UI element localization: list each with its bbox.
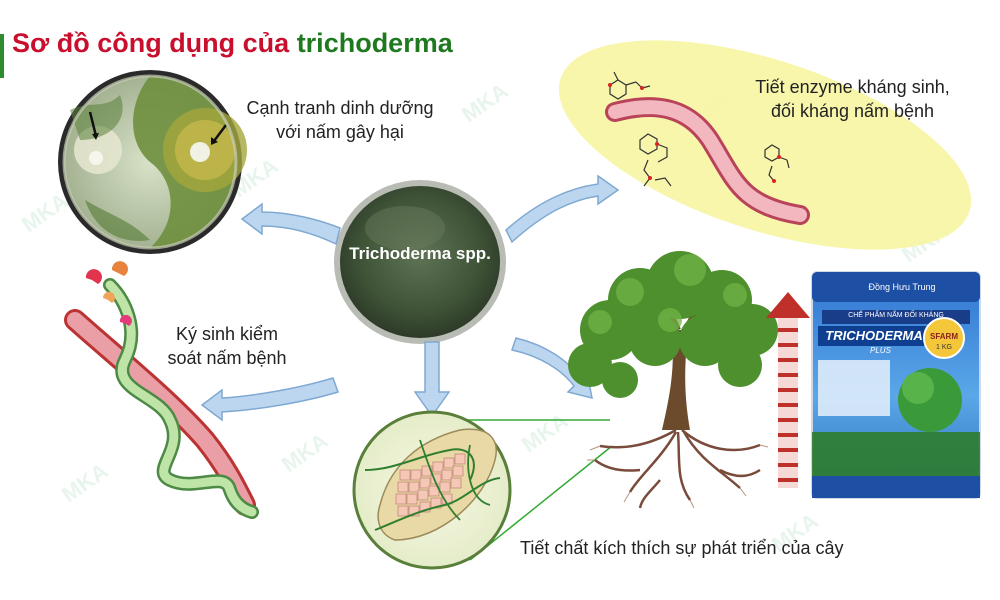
growth-arrow-icon (766, 292, 810, 488)
label-enzyme-line1: Tiết enzyme kháng sinh, (755, 77, 950, 97)
product-brand: Đồng Hưu Trung (868, 282, 936, 292)
petri-dish-image (58, 70, 247, 254)
product-weight: 1 KG (936, 344, 952, 351)
product-name: TRICHODERMA (825, 328, 923, 343)
molecule-atoms-icon (608, 83, 781, 183)
label-competition-line1: Cạnh tranh dinh dưỡng (246, 98, 434, 118)
flow-arrows (200, 174, 620, 422)
center-label: Trichoderma spp. (349, 244, 491, 263)
product-subtitle: CHẾ PHẨM NẤM ĐỐI KHÁNG (848, 312, 944, 319)
title-accent-bar (0, 34, 4, 78)
product-badge: SFARM (930, 332, 958, 341)
trichoderma-powder-image (334, 180, 506, 344)
label-parasitism: Ký sinh kiểm soát nấm bệnh (152, 322, 302, 370)
label-parasitism-line2: soát nấm bệnh (167, 348, 287, 368)
label-competition: Cạnh tranh dinh dưỡng với nấm gây hại (240, 96, 440, 144)
page-title: Sơ đồ công dụng của trichoderma (12, 28, 453, 59)
label-competition-line2: với nấm gây hại (276, 122, 404, 142)
label-growth: Tiết chất kích thích sự phát triển của c… (520, 538, 844, 558)
title-highlight: trichoderma (296, 28, 453, 58)
label-enzyme-line2: đối kháng nấm bệnh (770, 101, 935, 121)
title-main: Sơ đồ công dụng của (12, 28, 297, 58)
product-variant: PLUS (870, 346, 891, 355)
label-parasitism-line1: Ký sinh kiểm (175, 324, 279, 344)
tree-image (568, 251, 778, 509)
label-enzyme: Tiết enzyme kháng sinh, đối kháng nấm bệ… (745, 75, 960, 123)
parasitism-hyphae-image (64, 261, 259, 519)
product-package-image (811, 271, 981, 499)
root-cell-lens-image (352, 410, 613, 570)
enzyme-panel (558, 40, 972, 250)
